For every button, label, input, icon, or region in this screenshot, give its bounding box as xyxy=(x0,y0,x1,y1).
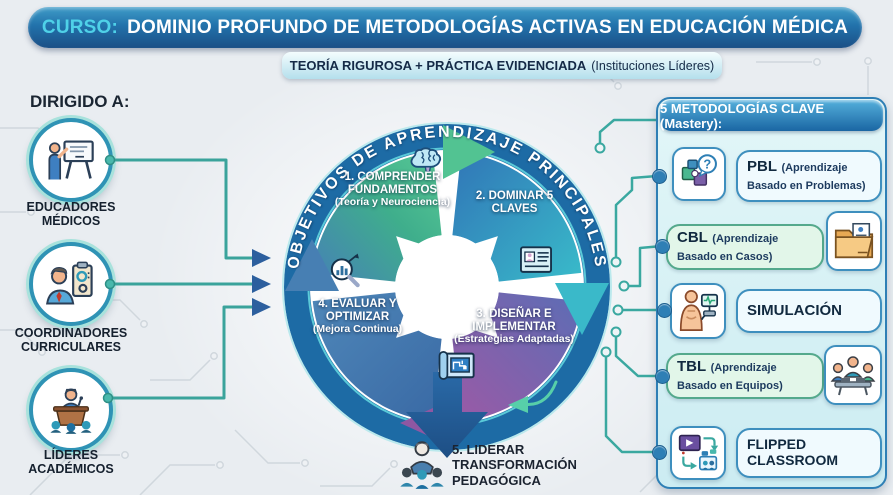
cycle-step-2-label: 2. DOMINAR 5 CLAVES xyxy=(475,190,554,215)
audience-label-lideres: LÍDERES ACADÉMICOS xyxy=(28,448,114,476)
page-title: DOMINIO PROFUNDO DE METODOLOGÍAS ACTIVAS… xyxy=(127,16,849,38)
methodologies-heading: 5 METODOLOGÍAS CLAVE (Mastery): xyxy=(660,100,883,131)
brain-icon xyxy=(407,141,447,181)
methodology-simulacion: SIMULACIÓN xyxy=(736,289,882,333)
svg-text:?: ? xyxy=(703,157,711,172)
subtitle-bold-text: TEORÍA RIGUROSA + PRÁCTICA EVIDENCIADA xyxy=(289,58,587,73)
cycle-final-step-label: 5. LIDERAR TRANSFORMACIÓN PEDAGÓGICA xyxy=(452,442,577,488)
methodology-cbl: CBL (Aprendizaje Basado en Casos) xyxy=(666,224,824,270)
leader-audience-icon xyxy=(396,438,448,492)
methodology-flipped: FLIPPED CLASSROOM xyxy=(736,428,882,478)
magnifier-chart-icon xyxy=(326,251,366,291)
audience-label-coordinadores: COORDINADORES CURRICULARES xyxy=(14,326,128,354)
teacher-presentation-icon xyxy=(48,140,94,180)
title-banner: CURSO: DOMINIO PROFUNDO DE METODOLOGÍAS … xyxy=(28,7,862,48)
simulation-mannequin-icon xyxy=(670,283,726,339)
blueprint-icon xyxy=(436,344,478,386)
audience-connector-arrowheads xyxy=(252,249,271,316)
flipped-classroom-icon xyxy=(670,426,726,480)
audience-connectors xyxy=(106,158,254,400)
audience-circle-coordinadores xyxy=(29,242,113,326)
case-folder-icon xyxy=(826,211,882,271)
id-card-icon xyxy=(517,241,555,279)
panel-dot-simulacion xyxy=(657,303,672,318)
title-prefix: CURSO: xyxy=(41,16,119,38)
puzzle-question-icon: ? xyxy=(672,147,726,201)
cycle-step-1-label: 1. COMPRENDER FUNDAMENTOS (Teoría y Neur… xyxy=(334,171,451,208)
subtitle-normal-text: (Instituciones Líderes) xyxy=(591,58,715,73)
methodology-connector-nodes xyxy=(594,142,630,358)
methodology-pbl: PBL (Aprendizaje Basado en Problemas) xyxy=(736,150,882,202)
panel-dot-pbl xyxy=(652,169,667,184)
cycle-step-3-label: 3. DISEÑAR E IMPLEMENTAR (Estrategias Ad… xyxy=(454,308,574,345)
cycle-step-4-label: 4. EVALUAR Y OPTIMIZAR (Mejora Continua) xyxy=(312,298,403,335)
team-table-icon xyxy=(824,345,882,405)
panel-dot-cbl xyxy=(655,239,670,254)
cycle-loop-arrow xyxy=(508,380,558,413)
coordinator-clipboard-icon xyxy=(46,261,93,305)
audience-circle-educadores xyxy=(29,118,113,202)
methodology-tbl: TBL (Aprendizaje Basado en Equipos) xyxy=(666,353,824,399)
podium-speaker-icon xyxy=(50,388,92,434)
subtitle-banner: TEORÍA RIGUROSA + PRÁCTICA EVIDENCIADA (… xyxy=(282,52,722,79)
audience-label-educadores: EDUCADORES MÉDICOS xyxy=(26,200,116,228)
panel-dot-tbl xyxy=(655,369,670,384)
panel-dot-flipped xyxy=(652,445,667,460)
audience-circle-lideres xyxy=(29,368,113,452)
audience-heading: DIRIGIDO A: xyxy=(30,92,130,111)
